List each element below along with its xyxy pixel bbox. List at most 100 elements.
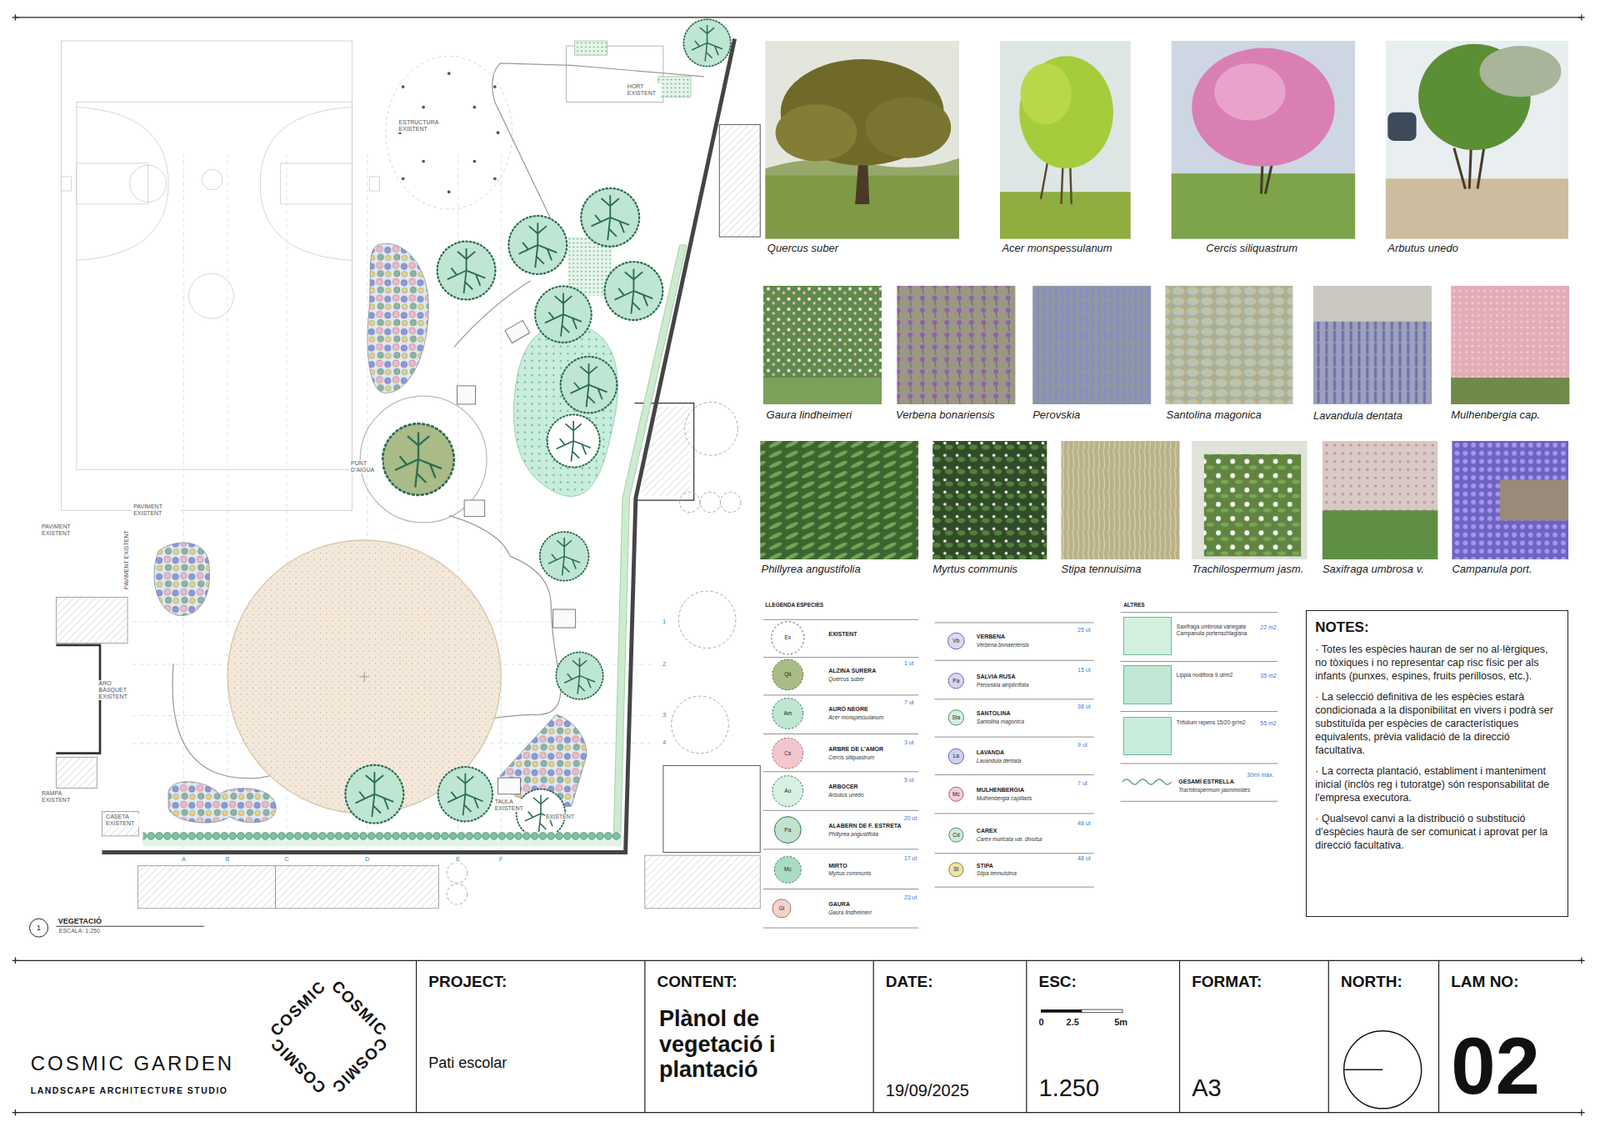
cell-heading: NORTH: <box>1340 972 1403 991</box>
photo-caption: Verbena bonariensis <box>895 409 995 422</box>
legend-text: EXISTENT <box>828 630 857 638</box>
photo-caption: Myrtus communis <box>932 563 1018 576</box>
note-text: · La correcta plantació, establiment i m… <box>1315 764 1560 805</box>
sheet-number-cell: LAM NO: 02 <box>1439 960 1582 1112</box>
format-cell: FORMAT: A3 <box>1180 960 1330 1112</box>
quantity: 22 m2 <box>1260 624 1276 631</box>
symbol-code: Vb <box>952 637 960 644</box>
photo-caption: Phillyrea angustifolia <box>760 563 860 576</box>
photo-caption: Cercis siliquastrum <box>1205 242 1298 255</box>
symbol-code: Am <box>783 710 792 716</box>
scale-cell: ESC:1.250 <box>1026 960 1180 1112</box>
grid-label: 4 <box>661 739 667 747</box>
quantity: 55 m2 <box>1260 720 1276 727</box>
quantity: 3 ut <box>904 739 915 746</box>
plan-label: PAVIMENT EXISTENT <box>123 529 130 590</box>
legend-text: AURÓ NEGRE <box>828 705 868 713</box>
latin-name: Perovskia atriplicifolia <box>976 681 1030 688</box>
quantity: 1 ut <box>904 660 915 667</box>
plan-label: PAVIMENT EXISTENT <box>40 523 84 537</box>
cell-heading: PROJECT: <box>428 972 507 991</box>
logo-word: COSMIC <box>327 976 391 1040</box>
cell-heading: LAM NO: <box>1450 972 1519 991</box>
symbol-code: Qs <box>784 671 791 678</box>
photo-caption: Saxifraga umbrosa v. <box>1322 563 1425 576</box>
date-cell: DATE:19/09/2025 <box>873 960 1027 1112</box>
symbol-code: Mc <box>952 790 960 797</box>
cell-heading: DATE: <box>885 972 934 991</box>
symbol-code: Cs <box>784 750 791 756</box>
photo-caption: Mulhenbergia cap. <box>1450 409 1540 422</box>
legend-swatch <box>1123 665 1172 705</box>
plan-label: ESCALA: 1:250 <box>58 927 101 935</box>
legend-text: Saxifraga umbrosa variegata Campanula po… <box>1176 623 1267 636</box>
quantity: 30ml màx. <box>1246 771 1274 779</box>
plan-label: EXISTENT <box>545 813 575 820</box>
symbol-code: St <box>953 866 959 873</box>
photo-caption: Arbutus unedo <box>1387 242 1459 255</box>
quantity: 25 ut <box>1077 626 1091 634</box>
table-heading: LLEGENDA ESPECIES <box>765 601 824 608</box>
grid-label: F <box>498 855 505 864</box>
cell-value: 1.250 <box>1039 1074 1100 1102</box>
legend-text: Trifolium repens 15/20 gr/m2 <box>1176 719 1267 725</box>
symbol-code: Sta <box>951 714 960 720</box>
notes-heading: NOTES: <box>1315 619 1560 636</box>
legend-text: ARBOCER <box>828 783 858 790</box>
legend-text: VERBENA <box>976 633 1005 640</box>
legend-text: SANTOLINA <box>976 710 1011 717</box>
view-title: VEGETACIÓ <box>58 916 102 925</box>
grid-label: E <box>455 855 461 864</box>
symbol-code: Au <box>784 787 791 794</box>
logo-word: COSMIC <box>266 1034 330 1098</box>
legend-text: ALABERN DE F. ESTRETA <box>828 822 901 830</box>
grid-label: 1 <box>661 617 667 625</box>
table-heading: ALTRES <box>1123 601 1145 608</box>
legend-text: MIRTO <box>828 862 847 870</box>
legend-text: GAURA <box>828 900 850 908</box>
studio-cell: COSMIC GARDENLANDSCAPE ARCHITECTURE STUD… <box>15 960 416 1112</box>
quantity: 38 ut <box>1077 703 1091 710</box>
photo-caption: Gaura lindheimeri <box>766 409 853 422</box>
photo-caption: Campanula port. <box>1451 563 1532 576</box>
sheet-number: 02 <box>1450 1025 1540 1106</box>
cell-heading: FORMAT: <box>1191 972 1262 991</box>
studio-name: COSMIC GARDEN <box>30 1051 235 1075</box>
cell-value: A3 <box>1191 1074 1221 1102</box>
symbol-code: Mc <box>784 866 792 873</box>
quantity: 20 ut <box>904 815 918 822</box>
photo-caption: Santolina magonica <box>1166 409 1262 422</box>
latin-name: Acer monspessulanum <box>828 714 884 720</box>
symbol-code: La <box>953 753 960 760</box>
grid-label: C <box>283 855 290 864</box>
symbol-code: Ex <box>785 635 792 641</box>
symbol-code: Cd <box>952 831 960 838</box>
legend-text: ARBRE DE L'AMOR <box>828 745 884 753</box>
plan-label: PUNT D'AIGUA <box>350 460 383 474</box>
latin-name: Stipa tennuisima <box>976 870 1017 876</box>
note-text: · Qualsevol canvi a la distribució o sub… <box>1315 811 1560 852</box>
grid-label: A <box>180 855 187 864</box>
latin-name: Phillyrea angustifolia <box>828 830 879 837</box>
legend-text: GESAMÍ ESTRELLA <box>1178 778 1235 785</box>
project-cell: PROJECT:Pati escolar <box>416 960 645 1112</box>
north-cell: NORTH: <box>1328 960 1439 1112</box>
symbol-code: Pa <box>952 677 960 684</box>
plan-label: PAVIMENT EXISTENT <box>132 503 180 517</box>
scale-label: 0 <box>1039 1016 1045 1028</box>
photo-caption: Stipa tennuisima <box>1060 563 1141 576</box>
latin-name: Arbutus unedo <box>828 791 864 798</box>
quantity: 15 ut <box>1077 666 1091 674</box>
grid-label: D <box>364 855 370 864</box>
symbol-code: Pa <box>784 826 791 833</box>
content-cell: CONTENT:Plànol de vegetació i plantació <box>645 960 874 1112</box>
latin-name: Cercis siliquastrum <box>828 754 875 760</box>
legend-text: MULHENBERGIA <box>976 786 1025 794</box>
latin-name: Lavandula dentata <box>976 757 1022 764</box>
latin-name: Gaura lindheimeri <box>828 909 871 915</box>
quantity: 9 ut <box>1077 741 1088 749</box>
legend-text: STIPA <box>976 862 994 870</box>
quantity: 5 ut <box>904 776 915 784</box>
latin-name: Carex muricata var. divulsa <box>976 835 1043 842</box>
